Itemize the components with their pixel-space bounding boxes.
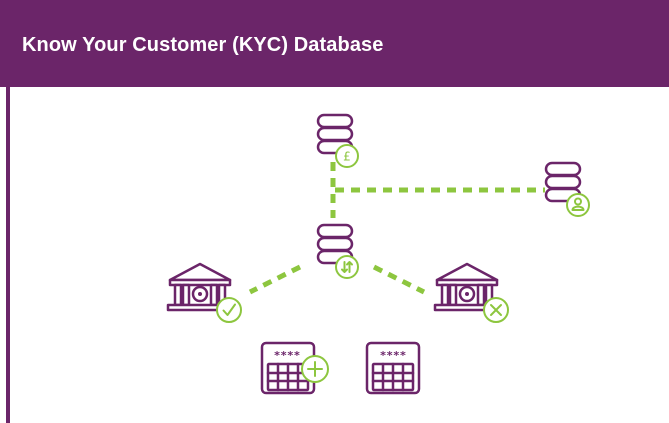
left-border-rule (6, 87, 10, 423)
transfer-arrows-icon (335, 255, 359, 279)
header-bar: Know Your Customer (KYC) Database (0, 0, 669, 87)
page-title: Know Your Customer (KYC) Database (22, 34, 384, 56)
connector-to-verified-bank (248, 264, 302, 295)
connector-to-rejected-bank (372, 264, 426, 295)
cross-icon (483, 297, 509, 323)
pound-symbol: £ (343, 150, 351, 164)
masked-code-left: **** (274, 349, 301, 362)
plus-icon (301, 355, 329, 383)
person-icon (566, 193, 590, 217)
connector-lines (248, 162, 545, 295)
pound-coin-icon: £ (335, 144, 359, 168)
masked-code-right: **** (380, 349, 407, 362)
checkmark-icon (216, 297, 242, 323)
